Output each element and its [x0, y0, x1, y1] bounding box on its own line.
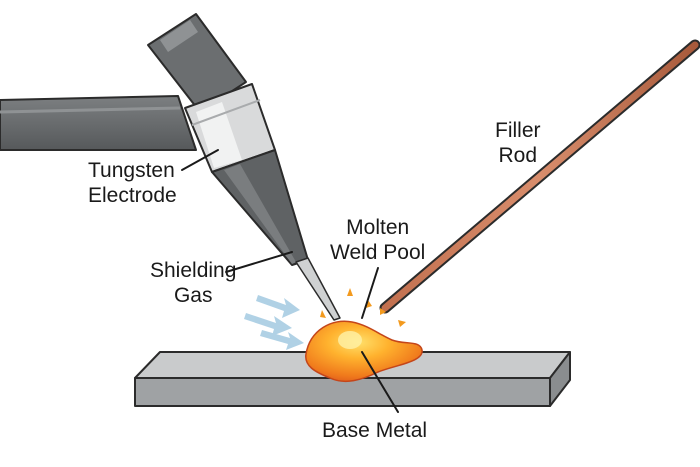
label-tungsten-electrode-line1: Tungsten [88, 159, 175, 182]
torch-collar [184, 83, 276, 173]
label-shielding-gas: Shielding Gas [150, 258, 236, 308]
label-molten-weld-pool-line2: Weld Pool [330, 241, 426, 264]
label-filler-rod-line1: Filler [495, 119, 541, 142]
label-shielding-gas-line2: Gas [173, 284, 213, 307]
torch-head [147, 13, 247, 113]
label-base-metal: Base Metal [322, 418, 427, 443]
weld-pool [305, 320, 423, 383]
label-molten-weld-pool: Molten Weld Pool [330, 215, 425, 265]
sparks [320, 288, 406, 327]
label-filler-rod: Filler Rod [495, 118, 541, 168]
label-base-metal-line1: Base Metal [322, 419, 428, 442]
leader-lines [181, 149, 399, 413]
torch-nozzle [211, 149, 309, 266]
label-tungsten-electrode: Tungsten Electrode [88, 158, 177, 208]
torch-handle [0, 95, 197, 151]
base-metal-bar [134, 351, 571, 407]
label-tungsten-electrode-line2: Electrode [88, 184, 177, 207]
label-filler-rod-line2: Rod [498, 144, 538, 167]
label-molten-weld-pool-line1: Molten [346, 216, 410, 239]
shielding-gas-arrows [244, 295, 304, 350]
filler-rod [379, 39, 700, 314]
tungsten-electrode [295, 257, 341, 321]
label-shielding-gas-line1: Shielding [150, 259, 237, 282]
